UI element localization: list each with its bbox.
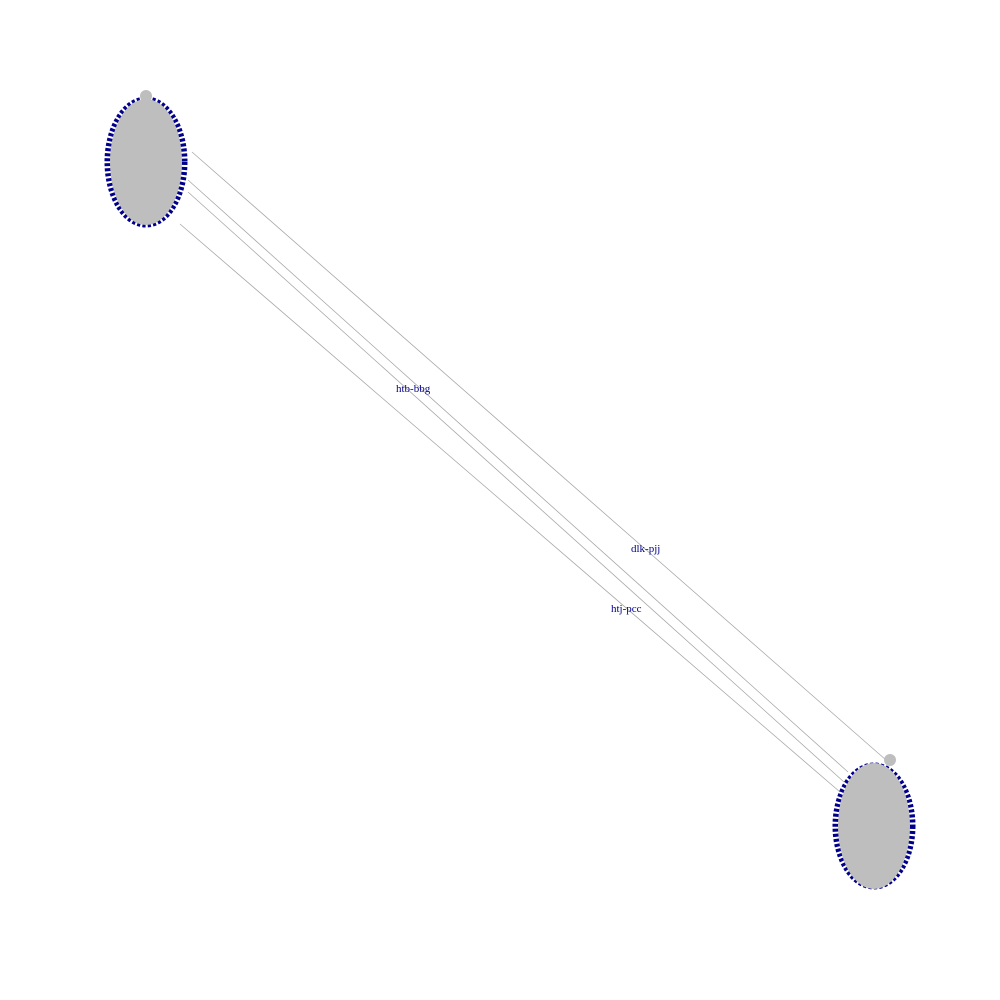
cluster-bottom-right-nodes: [838, 763, 910, 889]
edge-4: [179, 223, 841, 793]
edge-1: [191, 151, 887, 761]
cluster-top-left-nodes: [110, 99, 182, 225]
cluster-top-left-labels: [104, 96, 188, 228]
cluster-top-left: [104, 90, 188, 228]
edge-3: [187, 191, 845, 783]
edge-label-htj-pcc: htj-pcc: [611, 603, 642, 615]
edge-label-htb-bbg: htb-bbg: [396, 383, 431, 395]
edge-label-dlk-pjj: dlk-pjj: [631, 543, 660, 555]
edge-2: [187, 179, 849, 773]
node-top-left-apex: [140, 90, 152, 102]
node-bottom-right-apex: [884, 754, 896, 766]
cluster-bottom-right: [832, 754, 916, 890]
